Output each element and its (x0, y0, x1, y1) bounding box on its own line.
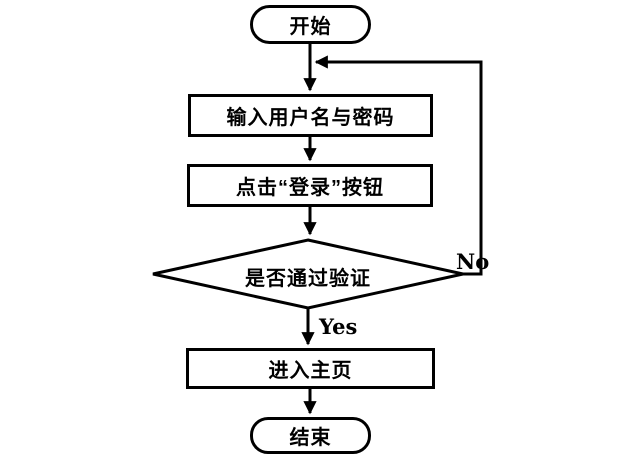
decision-node-label: 是否通过验证 (245, 268, 371, 290)
end-node: 结束 (250, 417, 371, 454)
enter-homepage-node: 进入主页 (186, 348, 435, 389)
decision-diamond-shape (152, 238, 464, 310)
input-credentials-node: 输入用户名与密码 (188, 94, 433, 137)
arrow-no-feedback-loop (314, 55, 483, 276)
no-edge-label: No (456, 249, 490, 274)
yes-edge-label: Yes (319, 314, 358, 339)
click-login-node: 点击“登录”按钮 (187, 164, 433, 207)
start-node: 开始 (250, 5, 371, 44)
